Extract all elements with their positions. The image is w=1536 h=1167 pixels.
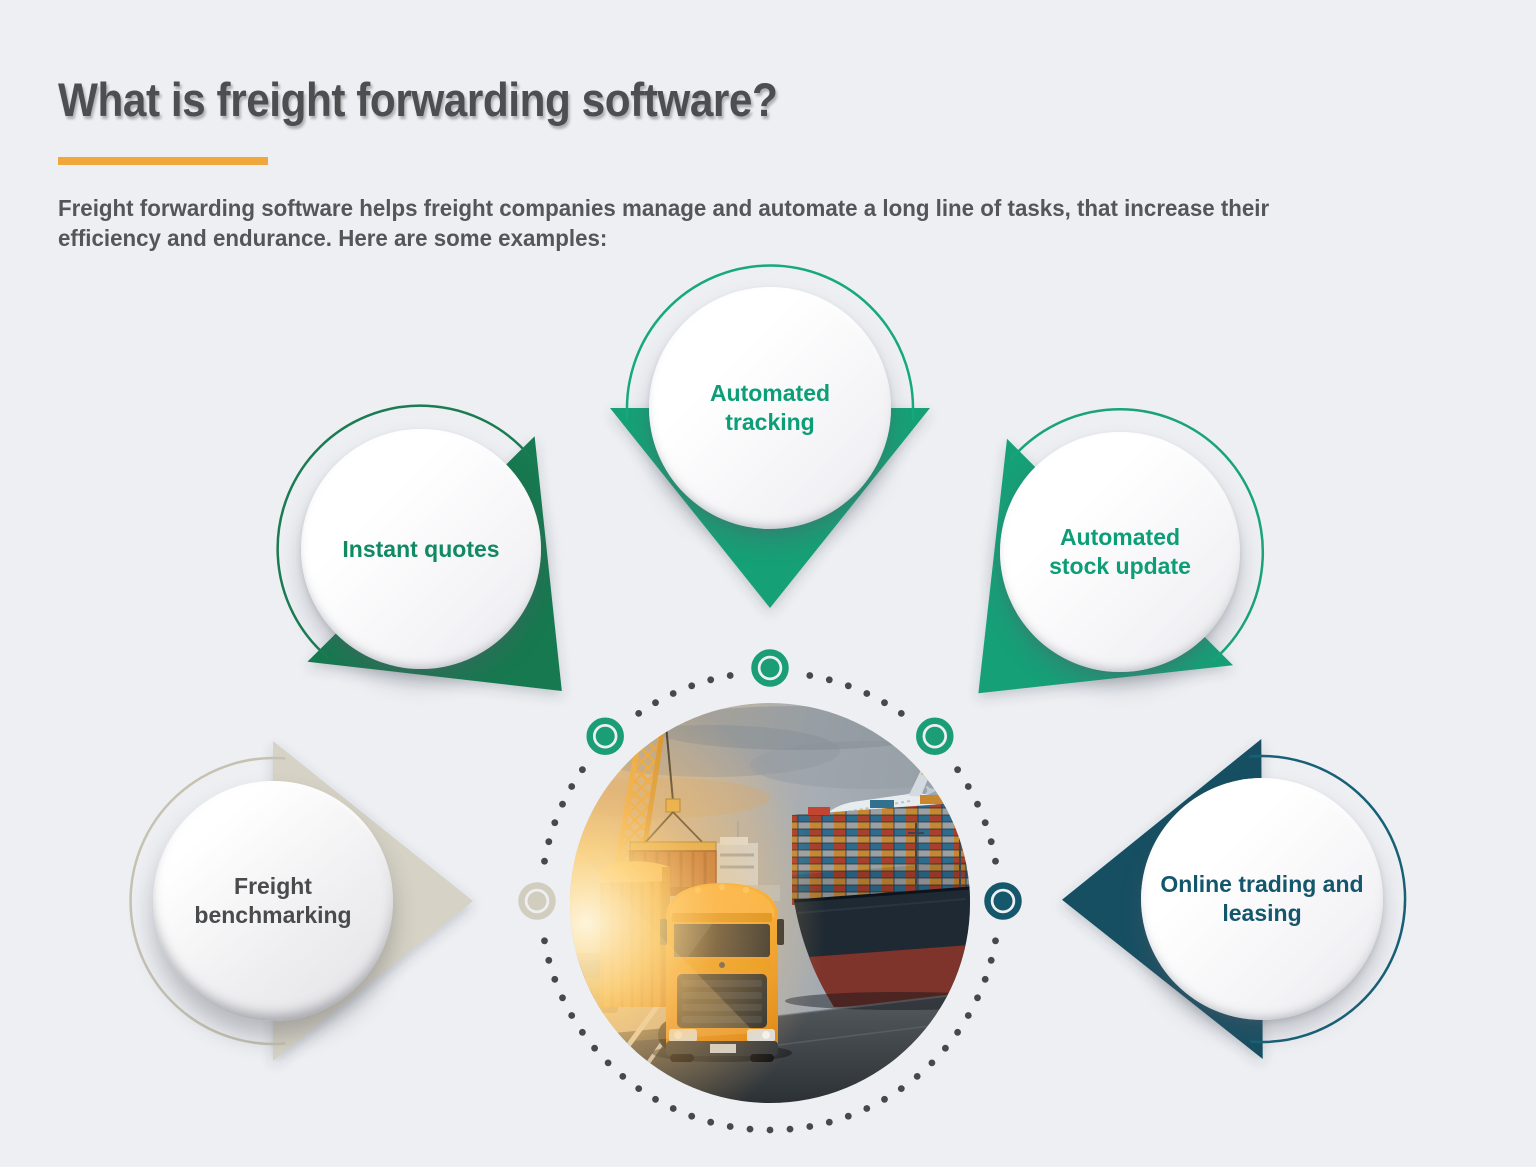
ring-dot bbox=[619, 1073, 627, 1080]
ring-dot bbox=[551, 819, 559, 827]
ring-dot bbox=[568, 783, 576, 790]
marker-top-ring bbox=[751, 649, 789, 687]
ring-dot bbox=[688, 682, 696, 690]
ring-dot bbox=[897, 710, 905, 717]
node-label-automated-stock-update: Automated stock update bbox=[1049, 524, 1191, 579]
ring-dot bbox=[635, 710, 643, 717]
marker-upper-left-ring bbox=[586, 717, 624, 755]
ring-dot bbox=[987, 956, 995, 964]
node-arc-automated-tracking bbox=[625, 264, 915, 421]
marker-top-dot bbox=[760, 658, 780, 678]
ring-dot bbox=[992, 937, 999, 945]
logistics-photo-illustration bbox=[570, 703, 970, 1103]
ring-dot bbox=[604, 1059, 612, 1067]
ring-dot bbox=[913, 1073, 921, 1080]
ring-dot bbox=[981, 975, 989, 983]
central-image bbox=[570, 703, 970, 1103]
ring-dot bbox=[806, 1123, 814, 1130]
ring-dot bbox=[786, 1125, 794, 1133]
marker-upper-right-ring bbox=[916, 717, 954, 755]
ring-dot bbox=[726, 1123, 734, 1130]
node-automated-tracking: Automated tracking bbox=[649, 287, 891, 529]
ring-dot bbox=[688, 1112, 696, 1120]
node-instant-quotes: Instant quotes bbox=[301, 429, 541, 669]
title-underline bbox=[58, 157, 268, 165]
ring-dot bbox=[954, 1028, 961, 1036]
ring-dot bbox=[669, 1105, 677, 1112]
ring-dot bbox=[844, 682, 852, 690]
node-label-freight-benchmarking: Freight benchmarking bbox=[194, 873, 352, 928]
ring-dot bbox=[746, 1125, 754, 1133]
node-arc-instant-quotes bbox=[276, 404, 532, 660]
ring-dot bbox=[987, 838, 995, 846]
ring-dot bbox=[981, 819, 989, 827]
ring-dot bbox=[559, 994, 566, 1002]
ring-dot bbox=[545, 956, 553, 964]
ring-dot bbox=[954, 766, 961, 774]
ring-dot bbox=[635, 1085, 643, 1092]
ring-dot bbox=[652, 699, 659, 707]
node-automated-stock-update: Automated stock update bbox=[1000, 432, 1240, 672]
ring-dot bbox=[897, 1085, 905, 1092]
node-arc-automated-stock-update bbox=[1009, 408, 1265, 663]
marker-right-dot bbox=[993, 891, 1013, 911]
ring-dot bbox=[942, 1044, 949, 1052]
ring-dot bbox=[863, 690, 871, 697]
node-arc-freight-benchmarking bbox=[129, 756, 286, 1046]
marker-left-ring bbox=[518, 882, 556, 920]
ring-dot bbox=[974, 800, 981, 808]
sun-glow bbox=[570, 703, 970, 1103]
node-label-online-trading: Online trading and leasing bbox=[1160, 871, 1364, 926]
ring-dot bbox=[669, 690, 677, 697]
ring-dot bbox=[707, 676, 715, 684]
node-label-automated-tracking: Automated tracking bbox=[709, 380, 831, 435]
ring-dot bbox=[559, 800, 566, 808]
ring-dot bbox=[726, 672, 734, 679]
page-title: What is freight forwarding software? bbox=[58, 73, 778, 126]
ring-dot bbox=[825, 1118, 833, 1126]
node-label-instant-quotes: Instant quotes bbox=[342, 535, 500, 562]
ring-dot bbox=[579, 766, 586, 774]
node-freight-benchmarking: Freight benchmarking bbox=[153, 781, 393, 1021]
ring-dot bbox=[964, 1012, 972, 1019]
ring-dot bbox=[545, 838, 553, 846]
node-online-trading: Online trading and leasing bbox=[1141, 778, 1383, 1020]
ring-dot bbox=[881, 1095, 888, 1103]
marker-left-dot bbox=[527, 891, 547, 911]
ring-dot bbox=[992, 857, 999, 865]
ring-dot bbox=[652, 1095, 659, 1103]
intro-line-2: efficiency and endurance. Here are some … bbox=[58, 225, 608, 251]
ring-dot bbox=[844, 1112, 852, 1120]
ring-dot bbox=[707, 1118, 715, 1126]
marker-upper-right-dot bbox=[925, 726, 945, 746]
ring-dot bbox=[568, 1012, 576, 1019]
ring-dot bbox=[579, 1028, 586, 1036]
ring-dot bbox=[964, 783, 972, 790]
ring-dot bbox=[551, 975, 559, 983]
ring-dot bbox=[591, 1044, 598, 1052]
ring-dot bbox=[863, 1105, 871, 1112]
ring-dot bbox=[541, 857, 548, 865]
ring-dot bbox=[766, 1126, 774, 1134]
intro-line-1: Freight forwarding software helps freigh… bbox=[58, 195, 1270, 221]
ring-dot bbox=[541, 937, 548, 945]
ring-dot bbox=[881, 699, 888, 707]
ring-dot bbox=[928, 1059, 936, 1067]
ring-dot bbox=[974, 994, 981, 1002]
ring-dot bbox=[806, 672, 814, 679]
marker-right-ring bbox=[984, 882, 1022, 920]
ring-dot bbox=[825, 676, 833, 684]
node-arc-online-trading bbox=[1248, 754, 1407, 1044]
intro-text: Freight forwarding software helps freigh… bbox=[58, 193, 1269, 253]
marker-upper-left-dot bbox=[595, 726, 615, 746]
